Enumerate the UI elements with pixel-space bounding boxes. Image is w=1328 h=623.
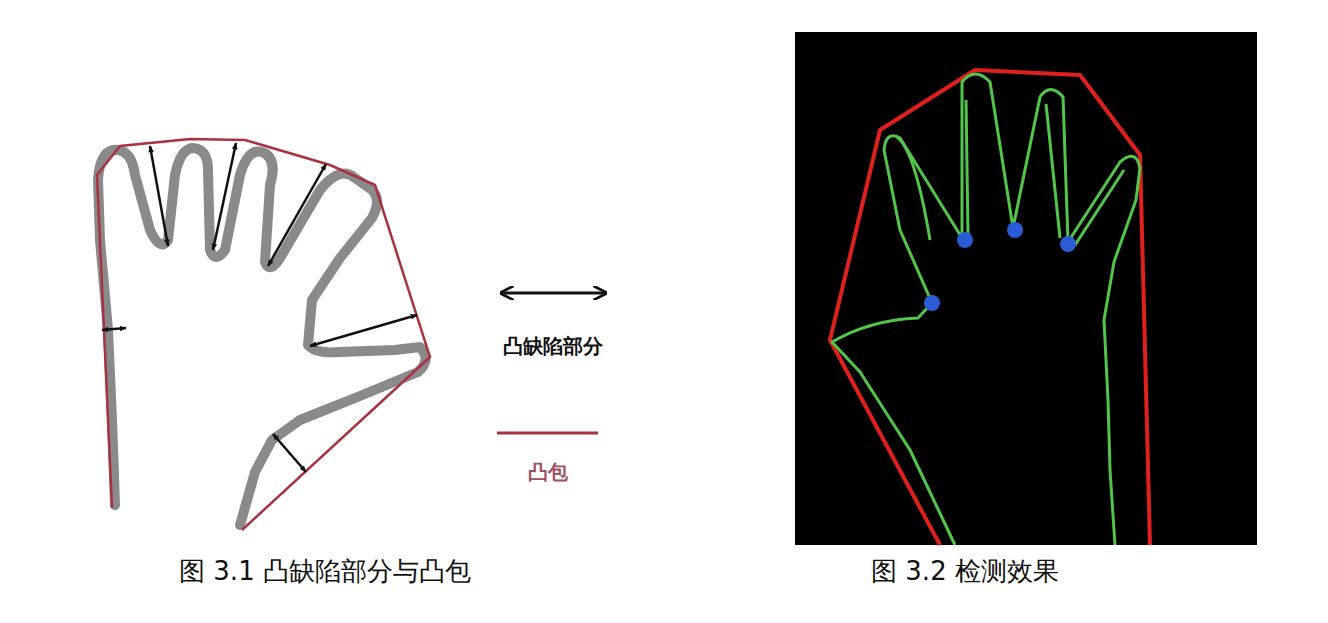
hull-result bbox=[830, 70, 1150, 545]
finger-inner-lines bbox=[897, 100, 1124, 245]
figure-caption: 图 3.1 凸缺陷部分与凸包 bbox=[179, 556, 471, 587]
figure-caption: 图 3.2 检测效果 bbox=[871, 556, 1059, 587]
result-image bbox=[795, 32, 1257, 545]
legend-line-sample bbox=[497, 432, 598, 435]
hand-contour bbox=[98, 148, 426, 525]
legend-label: 凸缺陷部分 bbox=[503, 334, 603, 358]
convex-hull bbox=[97, 139, 430, 530]
legend-arrow-sample bbox=[501, 292, 606, 295]
legend-label: 凸包 bbox=[528, 460, 568, 484]
defect-points bbox=[924, 222, 1076, 311]
contour-result bbox=[832, 74, 1140, 545]
defect-arrows bbox=[102, 143, 417, 472]
